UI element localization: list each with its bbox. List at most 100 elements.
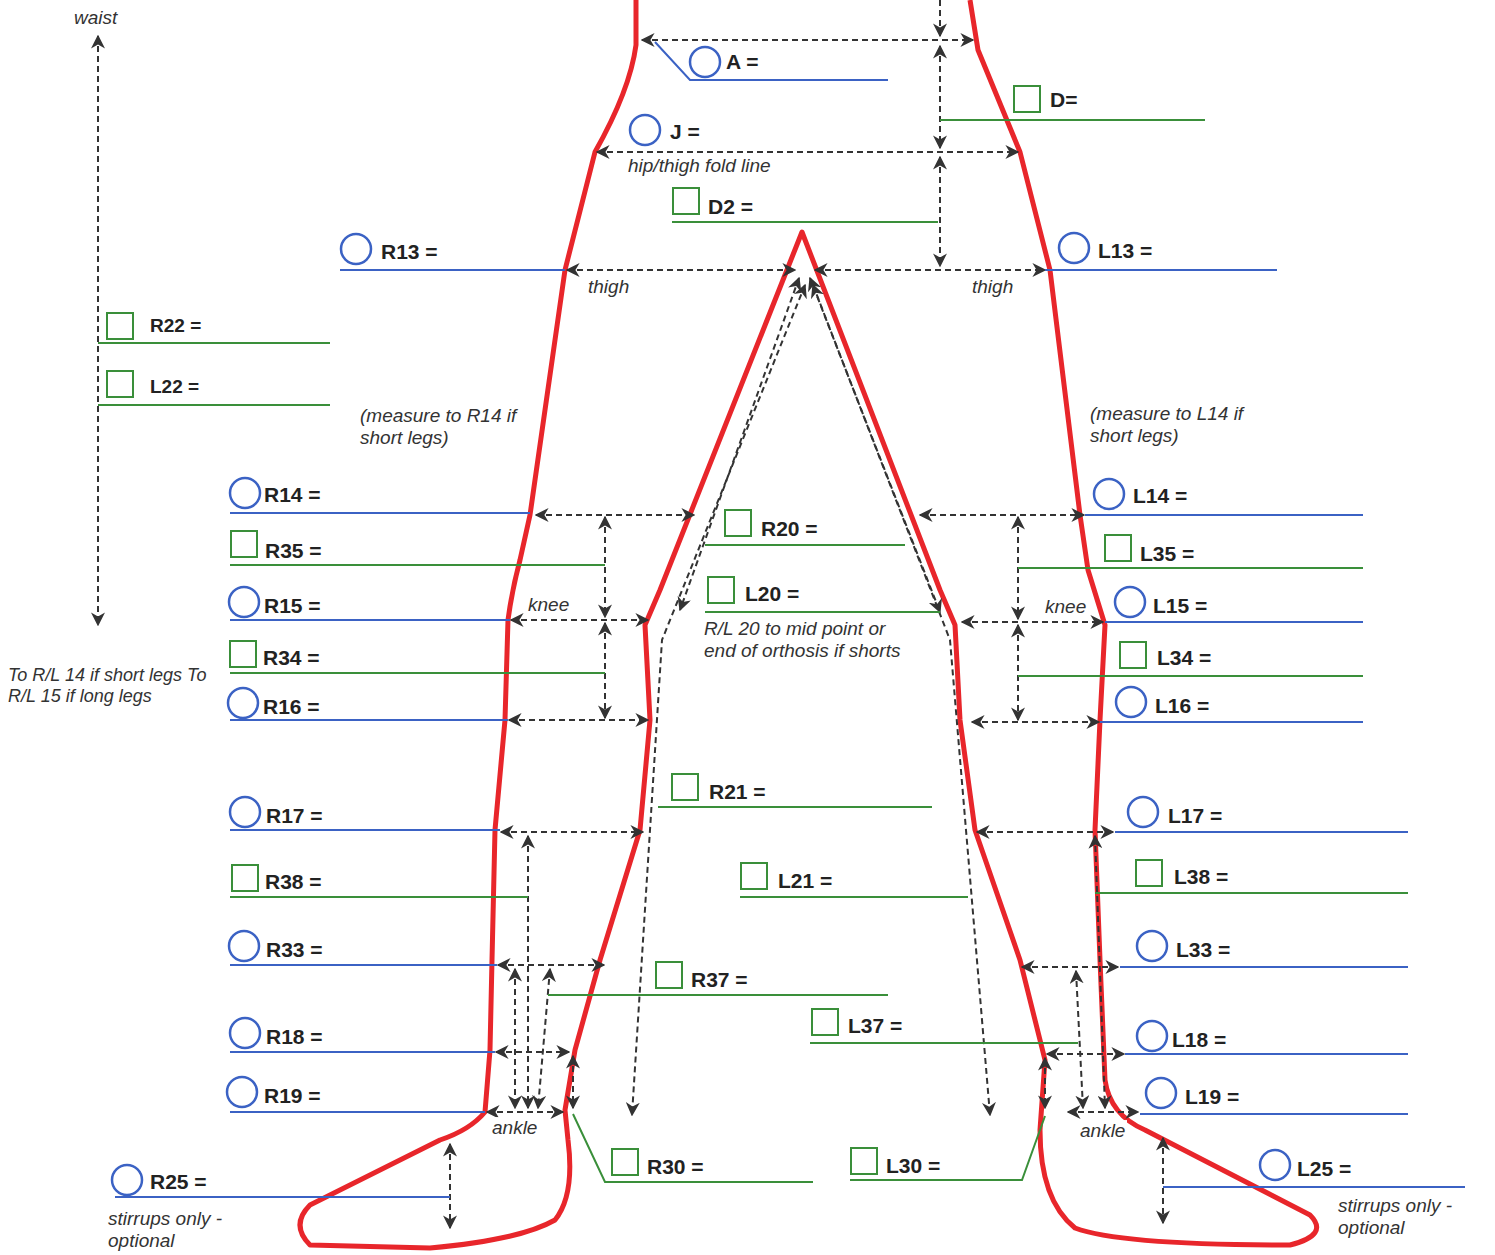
- dimension-line: [509, 719, 648, 721]
- entry-line: [740, 896, 968, 898]
- note-text: To R/L 14 if short legs To R/L 15 if lon…: [6, 665, 214, 706]
- measurement-label: J =: [668, 120, 702, 144]
- square-marker: [812, 1009, 838, 1035]
- entry-line: [1140, 1113, 1408, 1115]
- note-text: stirrups only - optional: [1336, 1195, 1490, 1239]
- square-marker: [741, 863, 767, 889]
- measurement-label: R25 =: [148, 1170, 209, 1194]
- dimension-line: [449, 1144, 451, 1228]
- entry-line: [1018, 567, 1363, 569]
- entry-line: [658, 806, 932, 808]
- dimension-line: [511, 619, 648, 621]
- circle-markers: [112, 47, 1290, 1195]
- dimension-line: [1095, 836, 1105, 1108]
- measurement-label: R21 =: [707, 780, 768, 804]
- square-markers: [107, 86, 1162, 1175]
- measurement-label: L14 =: [1131, 484, 1189, 508]
- note-text: knee: [526, 594, 571, 616]
- entry-line: [230, 564, 605, 566]
- entry-line: [940, 119, 1205, 121]
- measurement-label: R38 =: [263, 870, 324, 894]
- measurement-label: R33 =: [264, 938, 325, 962]
- entry-line: [1045, 269, 1277, 271]
- circle-marker: [230, 1018, 260, 1048]
- entry-line: [1163, 1186, 1465, 1188]
- dimension-line: [632, 285, 805, 1115]
- measurement-label: R18 =: [264, 1025, 325, 1049]
- circle-marker: [1137, 1021, 1167, 1051]
- entry-line: [1095, 892, 1408, 894]
- entry-line: [230, 512, 530, 514]
- circle-marker: [1094, 479, 1124, 509]
- circle-marker: [1059, 233, 1089, 263]
- square-marker: [1136, 860, 1162, 886]
- entry-line: [573, 1114, 813, 1182]
- circle-marker: [690, 47, 720, 77]
- measurement-label: R15 =: [262, 594, 323, 618]
- note-text: thigh: [970, 276, 1015, 298]
- measurement-label: L34 =: [1155, 646, 1213, 670]
- circle-marker: [228, 688, 258, 718]
- dimension-line: [498, 964, 604, 966]
- entry-line: [810, 1042, 1078, 1044]
- entry-line: [1125, 1053, 1408, 1055]
- dimension-line: [527, 836, 529, 1108]
- entry-line: [230, 896, 528, 898]
- note-text: R/L 20 to mid point or end of orthosis i…: [702, 618, 918, 662]
- entry-line: [672, 221, 938, 223]
- measurement-label: L15 =: [1151, 594, 1209, 618]
- note-text: knee: [1043, 596, 1088, 618]
- entry-line: [230, 964, 497, 966]
- entry-line: [1120, 966, 1408, 968]
- entry-line: [98, 404, 330, 406]
- circle-marker: [230, 797, 260, 827]
- square-marker: [107, 313, 133, 339]
- circle-marker: [1260, 1150, 1290, 1180]
- dimension-line: [939, 46, 941, 148]
- dimension-line: [501, 831, 643, 833]
- measurement-label: L33 =: [1174, 938, 1232, 962]
- square-marker: [725, 510, 751, 536]
- note-text: (measure to R14 if short legs): [358, 405, 532, 449]
- measurement-label: L21 =: [776, 869, 834, 893]
- circle-marker: [230, 478, 260, 508]
- measurement-label: L19 =: [1183, 1085, 1241, 1109]
- leg-outline: [300, 0, 1317, 1248]
- square-marker: [1014, 86, 1040, 112]
- measurement-label: L35 =: [1138, 542, 1196, 566]
- measurement-label: R35 =: [263, 539, 324, 563]
- entry-line: [1085, 514, 1363, 516]
- entry-line: [98, 342, 330, 344]
- entry-line: [230, 1111, 485, 1113]
- dimension-line: [604, 517, 606, 617]
- entry-line: [1105, 621, 1363, 623]
- circle-marker: [1128, 797, 1158, 827]
- measurement-label: R14 =: [262, 483, 323, 507]
- measurement-label: L17 =: [1166, 804, 1224, 828]
- measurement-label: L18 =: [1170, 1028, 1228, 1052]
- entry-lines: [98, 42, 1465, 1197]
- entry-line: [230, 619, 510, 621]
- dimension-line: [815, 269, 1045, 271]
- note-text: thigh: [586, 276, 631, 298]
- dimension-line: [977, 831, 1113, 833]
- dimension-line: [514, 969, 516, 1108]
- measurement-label: R16 =: [261, 695, 322, 719]
- note-text: ankle: [1078, 1120, 1127, 1142]
- measurement-label: R13 =: [379, 240, 440, 264]
- dimension-line: [538, 969, 550, 1108]
- dimension-line: [920, 514, 1084, 516]
- measurement-label: D2 =: [706, 195, 755, 219]
- note-text: (measure to L14 if short legs): [1088, 403, 1262, 447]
- note-text: ankle: [490, 1117, 539, 1139]
- entry-line: [340, 269, 565, 271]
- square-marker: [1120, 642, 1146, 668]
- measurement-label: R20 =: [759, 517, 820, 541]
- square-marker: [612, 1149, 638, 1175]
- dimension-line: [962, 621, 1103, 623]
- circle-marker: [630, 115, 660, 145]
- dimension-line: [536, 514, 694, 516]
- dimension-line: [1076, 971, 1083, 1108]
- entry-line: [1018, 675, 1363, 677]
- dimension-line: [597, 151, 1018, 153]
